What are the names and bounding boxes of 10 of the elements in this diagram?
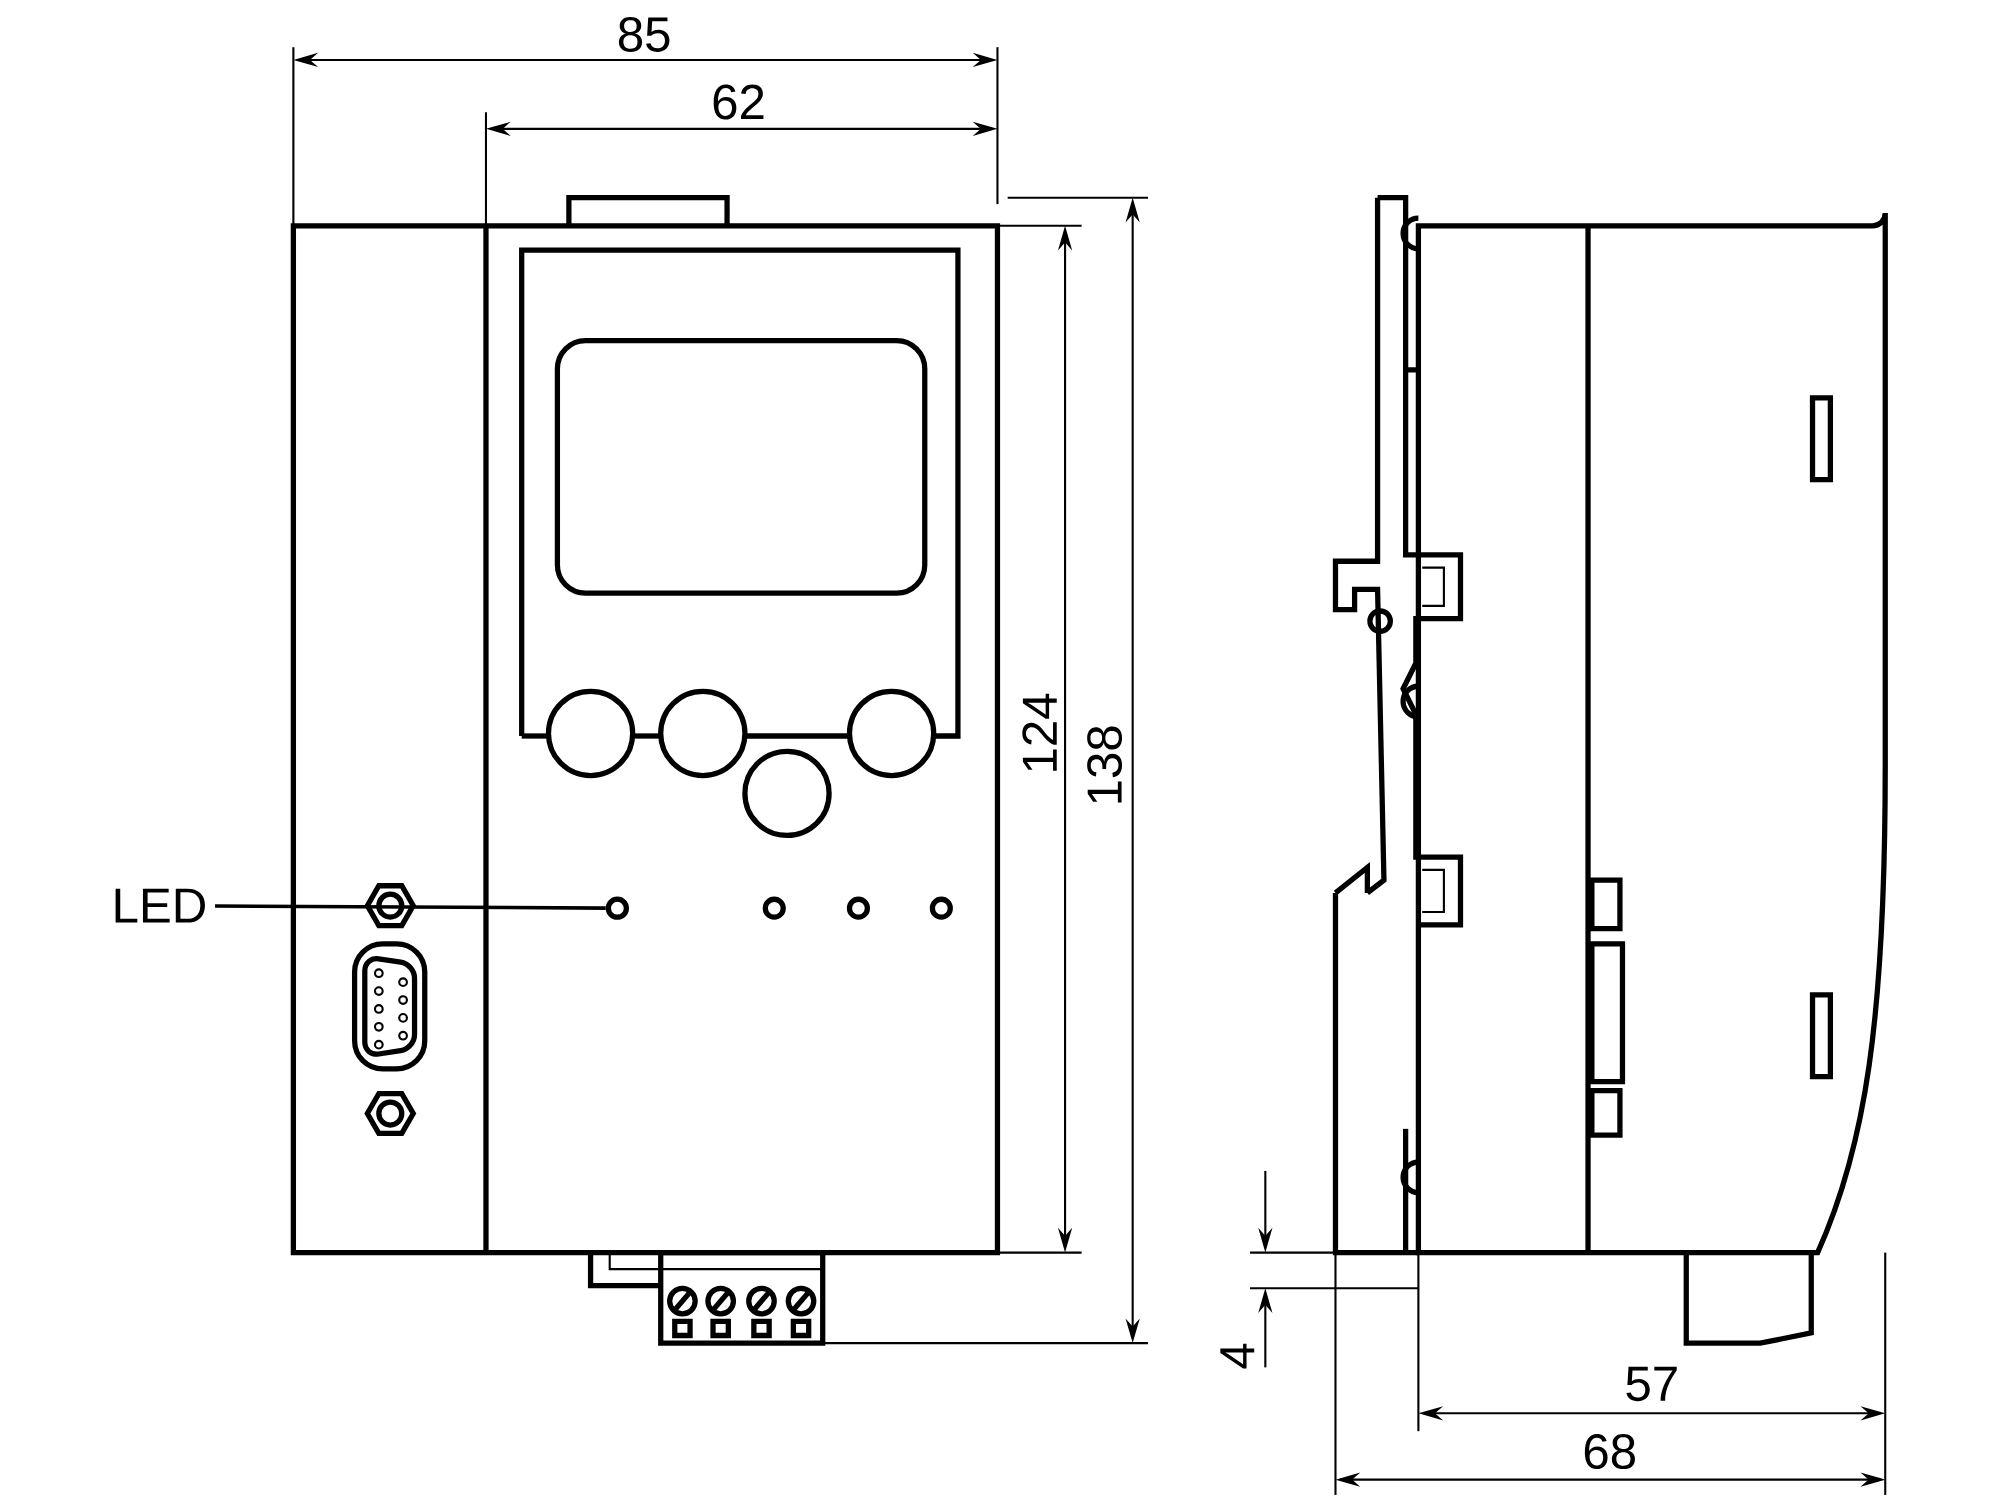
dimension-label: 138 xyxy=(1087,726,1123,803)
leader-line xyxy=(215,904,606,910)
dimension-label: 57 xyxy=(1626,1366,1677,1401)
dimension-label: 124 xyxy=(1022,693,1057,771)
dimension-label: 68 xyxy=(1584,1433,1635,1469)
dimension-label: 4 xyxy=(1220,1343,1255,1369)
led-label: LED xyxy=(115,888,205,923)
dimension-label: 62 xyxy=(713,84,764,120)
dimension-label: 85 xyxy=(618,16,670,52)
led-dot xyxy=(605,896,629,920)
